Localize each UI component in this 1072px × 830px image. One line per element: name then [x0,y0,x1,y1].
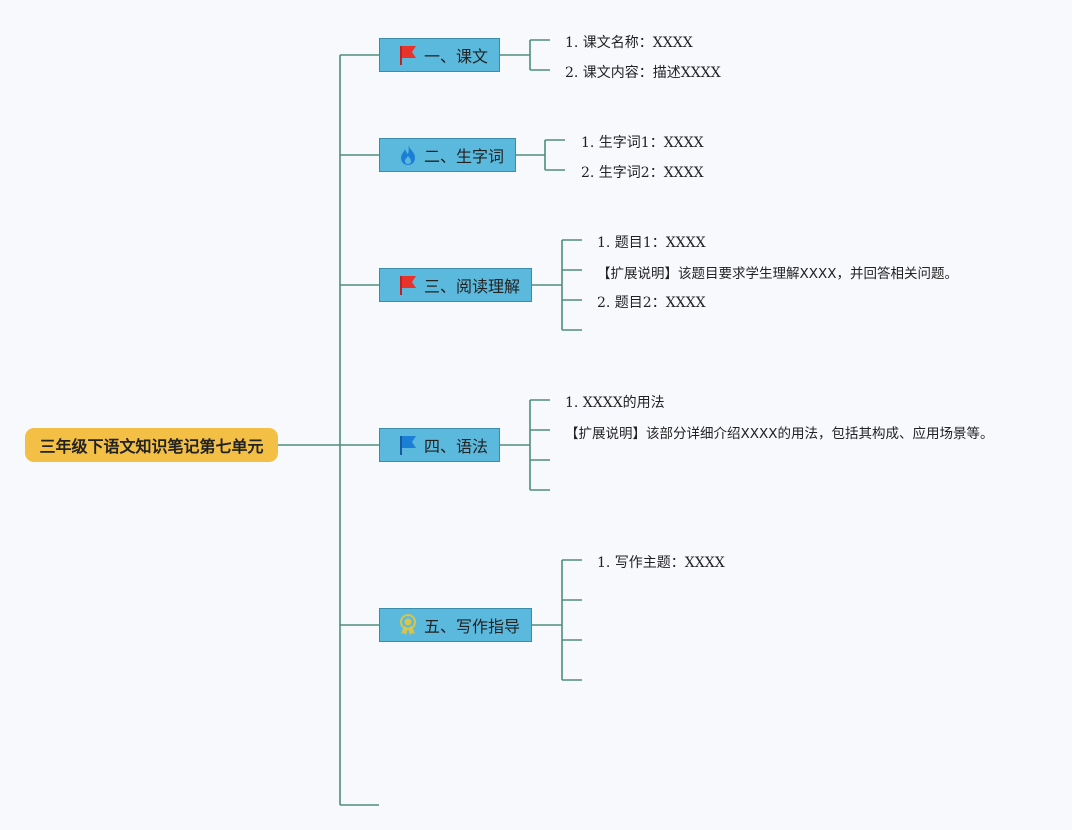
leaf-item: 1. 写作主题：XXXX [597,555,725,571]
blue-flag-icon [398,434,418,456]
branch-label: 二、生字词 [424,147,505,166]
award-ribbon-icon [398,614,418,636]
root-topic[interactable]: 三年级下语文知识笔记第七单元 [25,428,278,462]
leaf-item: 1. 题目1：XXXX [597,235,706,251]
branch-shengzici[interactable]: 二、生字词 [379,138,516,172]
leaf-item: 1. 生字词1：XXXX [581,135,704,151]
root-topic-label: 三年级下语文知识笔记第七单元 [39,437,264,456]
leaf-item-extension: 【扩展说明】该部分详细介绍XXXX的用法，包括其构成、应用场景等。 [565,426,994,442]
leaf-item: 1. 课文名称：XXXX [565,35,693,51]
leaf-item: 2. 课文内容：描述XXXX [565,65,721,81]
branch-label: 一、课文 [424,47,489,66]
leaf-item: 2. 题目2：XXXX [597,295,706,311]
branch-label: 四、语法 [424,437,489,456]
leaf-item-extension: 【扩展说明】该题目要求学生理解XXXX，并回答相关问题。 [597,266,958,282]
branch-label: 三、阅读理解 [424,277,521,296]
leaf-item: 2. 生字词2：XXXX [581,165,704,181]
flame-icon [398,144,418,166]
red-flag-icon [398,274,418,296]
branch-label: 五、写作指导 [424,617,521,636]
red-flag-icon [398,44,418,66]
leaf-item: 1. XXXX的用法 [565,395,665,411]
branch-xiezuozhidao[interactable]: 五、写作指导 [379,608,532,642]
branch-kewen[interactable]: 一、课文 [379,38,500,72]
branch-yuedulijie[interactable]: 三、阅读理解 [379,268,532,302]
branch-yufa[interactable]: 四、语法 [379,428,500,462]
